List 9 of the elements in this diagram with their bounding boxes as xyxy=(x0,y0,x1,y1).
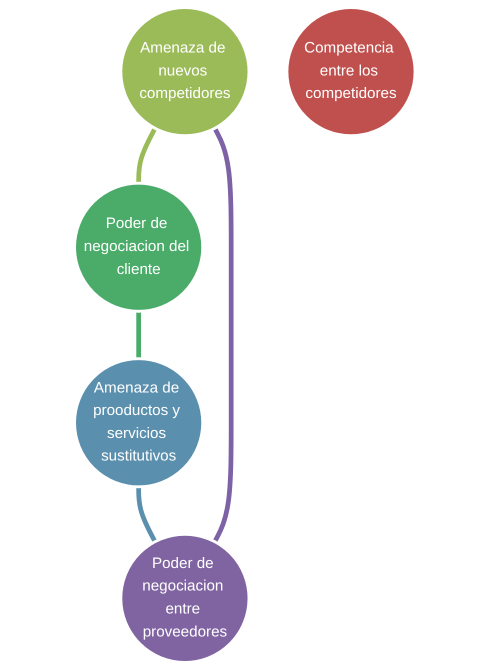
node-circle: Poder de negociacion entre proveedores xyxy=(120,532,251,664)
connector xyxy=(136,127,158,184)
connector xyxy=(212,127,234,543)
connector xyxy=(136,311,142,359)
node-circle: Competencia entre los competidores xyxy=(286,6,417,138)
node-circle: Poder de negociacion del cliente xyxy=(73,182,204,313)
node-circle: Amenaza de nuevos competidores xyxy=(120,6,251,138)
node-circle: Amenaza de prooductos y servicios sustitutivos xyxy=(73,357,204,488)
connector xyxy=(136,486,158,543)
